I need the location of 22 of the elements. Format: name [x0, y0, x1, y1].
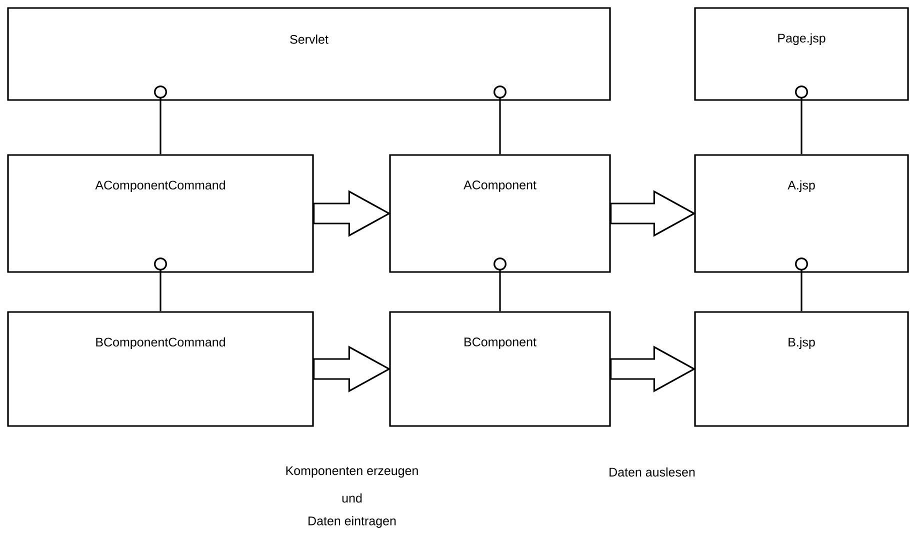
- component-box: BComponent: [389, 311, 611, 427]
- component-box: Page.jsp: [694, 7, 909, 101]
- annotation-text: Daten auslesen: [610, 467, 695, 477]
- component-box: A.jsp: [694, 154, 909, 273]
- component-box: BComponentCommand: [7, 311, 314, 427]
- interface-connector: [795, 258, 808, 312]
- component-box: B.jsp: [694, 311, 909, 427]
- block-arrow: [313, 190, 391, 237]
- interface-connector: [154, 86, 167, 154]
- interface-connector: [154, 258, 167, 312]
- interface-connector: [494, 258, 506, 312]
- component-box: AComponentCommand: [7, 154, 314, 273]
- component-box: AComponent: [389, 154, 611, 273]
- interface-connector: [494, 86, 506, 154]
- block-arrow: [313, 346, 391, 392]
- block-arrow: [610, 346, 696, 392]
- component-box: Servlet: [7, 7, 611, 101]
- annotation-text: Daten eintragen: [308, 516, 396, 528]
- interface-connector: [795, 86, 808, 154]
- annotation-text: und: [342, 493, 362, 503]
- block-arrow: [610, 190, 696, 237]
- annotation-text: Komponenten erzeugen: [286, 466, 418, 478]
